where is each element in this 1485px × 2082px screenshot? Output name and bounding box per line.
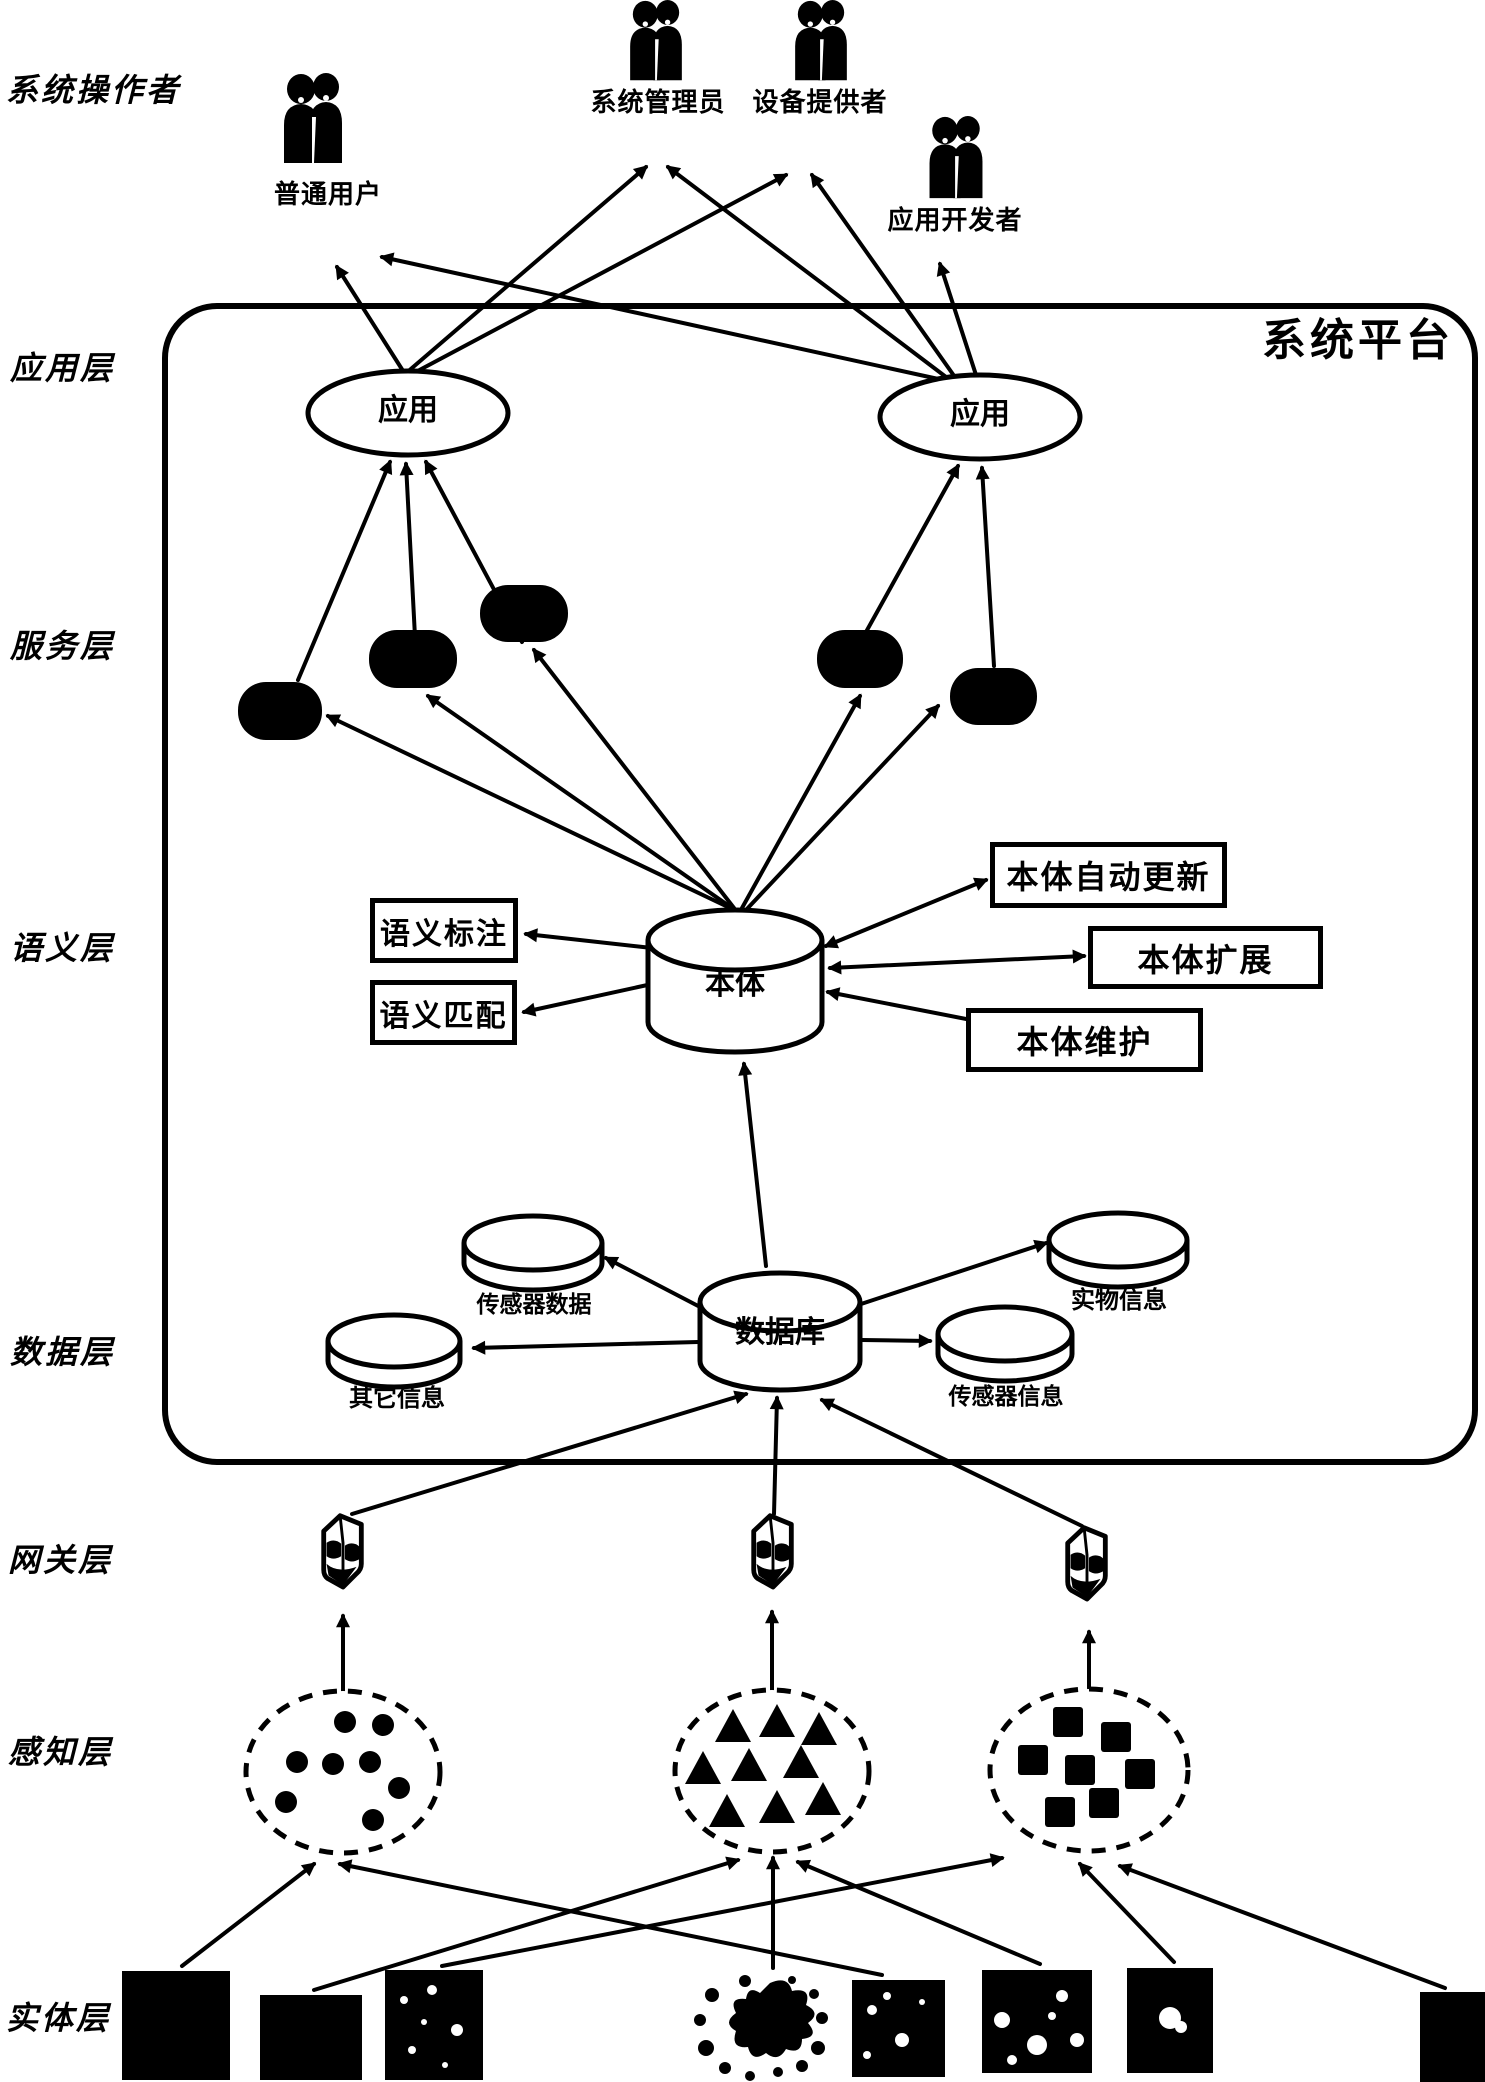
service-pill bbox=[480, 585, 568, 642]
ontology-extension-label: 本体扩展 bbox=[1137, 935, 1273, 981]
entity-image-7 bbox=[1127, 1968, 1213, 2073]
semantic-annotation-label: 语义标注 bbox=[380, 909, 508, 953]
entity-image-5 bbox=[852, 1980, 945, 2077]
perception-groups bbox=[246, 1689, 1188, 1853]
gateway-nodes bbox=[324, 1516, 1106, 1599]
system-admin-icon bbox=[630, 0, 682, 80]
ontology-maintenance-box: 本体维护 bbox=[966, 1008, 1203, 1072]
other-info-label: 其它信息 bbox=[342, 1386, 452, 1414]
app-developer-icon bbox=[930, 116, 983, 198]
ontology-maintenance-label: 本体维护 bbox=[1016, 1017, 1152, 1063]
layer-label-gateway: 网关层 bbox=[8, 1542, 113, 1579]
ordinary-user-label: 普通用户 bbox=[258, 180, 398, 210]
physical-info-disk bbox=[1049, 1213, 1187, 1287]
sensor-data-label: 传感器数据 bbox=[468, 1292, 600, 1318]
layer-label-service: 服务层 bbox=[10, 628, 115, 665]
system-admin-label: 系统管理员 bbox=[583, 88, 733, 118]
database-label: 数据库 bbox=[730, 1316, 830, 1351]
service-pill bbox=[369, 630, 457, 688]
sensor-data-disk bbox=[464, 1216, 602, 1290]
layer-label-entity: 实体层 bbox=[6, 2000, 111, 2037]
layer-label-operators: 系统操作者 bbox=[6, 72, 181, 109]
entity-image-6 bbox=[982, 1970, 1092, 2073]
ontology-extension-box: 本体扩展 bbox=[1088, 926, 1323, 989]
physical-info-label: 实物信息 bbox=[1064, 1288, 1174, 1316]
service-pill bbox=[238, 682, 322, 740]
semantic-matching-box: 语义匹配 bbox=[370, 980, 517, 1045]
entity-ink-blot bbox=[694, 1975, 828, 2081]
semantic-matching-label: 语义匹配 bbox=[380, 991, 508, 1035]
service-nodes bbox=[238, 585, 1037, 740]
layer-label-data: 数据层 bbox=[10, 1334, 115, 1371]
service-pill bbox=[950, 668, 1037, 725]
sensor-info-label: 传感器信息 bbox=[940, 1384, 1072, 1410]
left-application-label: 应用 bbox=[358, 394, 458, 429]
entity-image-1 bbox=[122, 1971, 230, 2080]
other-info-disk bbox=[328, 1315, 460, 1387]
semantic-annotation-box: 语义标注 bbox=[370, 898, 518, 963]
app-developer-label: 应用开发者 bbox=[880, 206, 1030, 236]
gateway-icon bbox=[754, 1516, 792, 1587]
entity-image-2 bbox=[260, 1995, 362, 2080]
layer-label-application: 应用层 bbox=[10, 350, 115, 387]
gateway-icon bbox=[324, 1516, 362, 1587]
device-provider-icon bbox=[795, 0, 847, 80]
device-provider-label: 设备提供者 bbox=[745, 88, 895, 118]
platform-title: 系统平台 bbox=[1253, 316, 1463, 367]
layer-label-semantic: 语义层 bbox=[10, 930, 115, 967]
layer-label-perception: 感知层 bbox=[8, 1734, 113, 1771]
ordinary-user-icon bbox=[284, 73, 342, 163]
entity-image-3 bbox=[385, 1970, 483, 2080]
right-application-label: 应用 bbox=[930, 398, 1030, 433]
ontology-auto-update-label: 本体自动更新 bbox=[1006, 852, 1210, 898]
ontology-auto-update-box: 本体自动更新 bbox=[990, 842, 1227, 908]
gateway-icon bbox=[1068, 1528, 1106, 1599]
entity-image-8 bbox=[1420, 1992, 1485, 2082]
service-pill bbox=[817, 630, 903, 688]
ontology-label: 本体 bbox=[685, 968, 785, 1003]
sensor-info-disk bbox=[938, 1307, 1072, 1381]
